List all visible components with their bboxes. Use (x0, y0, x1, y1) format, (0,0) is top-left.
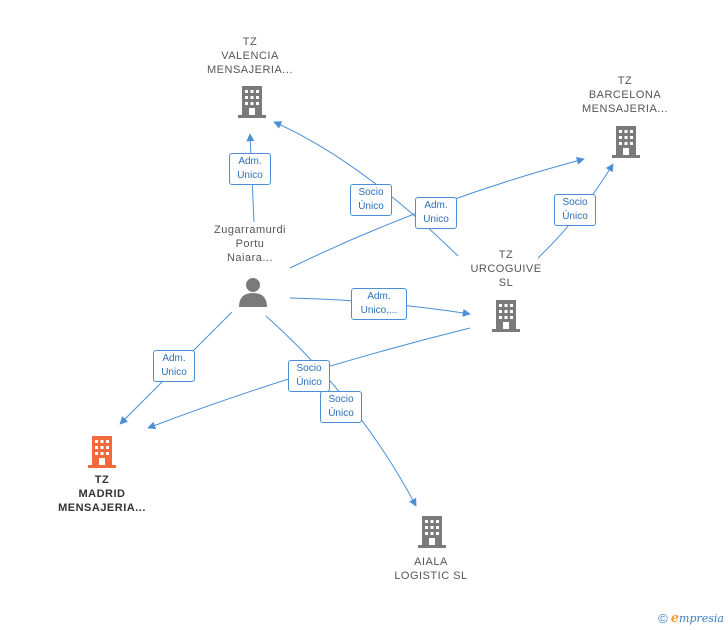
edge-label-line: Adm. (238, 156, 262, 167)
node-label-line: MADRID (78, 488, 126, 500)
edge-label-line: Socio (296, 363, 322, 374)
building-icon[interactable] (86, 434, 118, 468)
node-label-line: VALENCIA (221, 50, 279, 62)
edge-label-line: Adm. (424, 200, 448, 211)
edge-label-person-valencia[interactable]: Adm. Unico (229, 153, 271, 185)
edge-label-line: Unico (161, 367, 187, 378)
building-icon[interactable] (236, 84, 268, 118)
node-label-barcelona[interactable]: TZ BARCELONA MENSAJERIA... (575, 74, 675, 116)
edge-label-line: Socio (328, 394, 354, 405)
brand-initial: e (670, 611, 680, 626)
node-label-valencia[interactable]: TZ VALENCIA MENSAJERIA... (200, 35, 300, 77)
node-label-line: TZ (242, 36, 258, 48)
edge-label-line: Unico (237, 170, 263, 181)
node-label-line: MENSAJERIA... (58, 502, 146, 514)
footer-credit: © empresia (658, 611, 724, 626)
node-label-line: TZ (94, 474, 110, 486)
edge-label-urcoguive-madrid[interactable]: Socio Único (288, 360, 330, 392)
edge-label-line: Socio (562, 197, 588, 208)
brand-logo[interactable]: empresia (671, 611, 724, 626)
node-label-person[interactable]: Zugarramurdi Portu Naiara... (200, 223, 300, 265)
brand-rest: mpresia (679, 612, 724, 625)
edge-label-urcoguive-valencia[interactable]: Socio Único (350, 184, 392, 216)
edge-label-line: Único (358, 201, 384, 212)
edge-label-line: Único (328, 408, 354, 419)
building-icon[interactable] (610, 124, 642, 158)
node-label-line: TZ (617, 75, 633, 87)
edge-label-line: Único (562, 211, 588, 222)
node-label-line: TZ (498, 249, 514, 261)
edge-label-person-barcelona[interactable]: Adm. Unico (415, 197, 457, 229)
node-label-line: LOGISTIC SL (394, 570, 468, 582)
node-label-line: MENSAJERIA... (582, 103, 668, 115)
node-label-line: Portu (235, 238, 265, 250)
edge-label-line: Único (296, 377, 322, 388)
node-label-line: AIALA (414, 556, 448, 568)
edge-label-person-urcoguive[interactable]: Adm. Unico,... (351, 288, 407, 320)
edge-label-urcoguive-barcelona[interactable]: Socio Único (554, 194, 596, 226)
node-label-line: SL (498, 277, 514, 289)
node-label-line: BARCELONA (588, 89, 662, 101)
building-icon[interactable] (490, 298, 522, 332)
edge-label-person-madrid[interactable]: Adm. Unico (153, 350, 195, 382)
node-label-line: URCOGUIVE (470, 263, 542, 275)
node-label-aiala[interactable]: AIALA LOGISTIC SL (376, 555, 486, 583)
edge-label-line: Adm. (367, 291, 391, 302)
node-label-line: Naiara... (226, 252, 274, 264)
edge-label-line: Adm. (162, 353, 186, 364)
person-icon[interactable] (236, 276, 270, 308)
edge-urcoguive-valencia (273, 121, 459, 257)
edge-label-line: Unico (423, 214, 449, 225)
edge-label-line: Unico,... (360, 305, 398, 316)
edge-label-line: Socio (358, 187, 384, 198)
building-icon[interactable] (416, 514, 448, 548)
copyright-icon: © (658, 611, 668, 626)
node-label-madrid[interactable]: TZ MADRID MENSAJERIA... (42, 473, 162, 515)
node-label-line: MENSAJERIA... (207, 64, 293, 76)
node-label-urcoguive[interactable]: TZ URCOGUIVE SL (456, 248, 556, 290)
node-label-line: Zugarramurdi (213, 224, 287, 236)
edge-label-person-aiala[interactable]: Socio Único (320, 391, 362, 423)
